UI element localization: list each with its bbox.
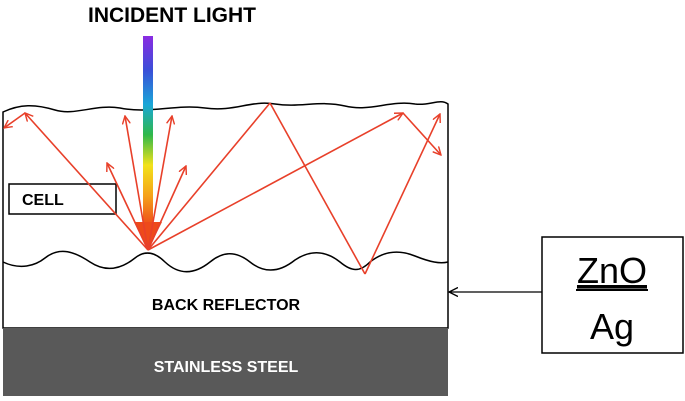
ray [4, 112, 26, 128]
ray [269, 102, 366, 275]
layer-legend-box [541, 236, 684, 354]
ray [25, 113, 149, 251]
ray [402, 112, 441, 155]
ray [147, 116, 172, 251]
ray [147, 166, 186, 251]
ray [147, 113, 403, 251]
ray [125, 116, 149, 251]
incident-light-beam [143, 36, 153, 226]
ray [107, 163, 149, 251]
ray [147, 102, 271, 251]
back-reflector-label: BACK REFLECTOR [152, 297, 301, 314]
stainless-steel-layer [3, 328, 448, 396]
incident-light-title: INCIDENT LIGHT [88, 4, 256, 27]
cell-label: CELL [22, 192, 64, 209]
back-reflector-interface [2, 250, 449, 273]
legend-bottom-material: Ag [590, 306, 634, 347]
legend-top-material: ZnO [577, 250, 647, 291]
reflected-rays [4, 102, 441, 275]
cell-label-box [8, 183, 117, 215]
incident-light-beam-tip [134, 222, 162, 250]
cell-region [2, 101, 449, 329]
stainless-steel-label: STAINLESS STEEL [154, 359, 299, 376]
